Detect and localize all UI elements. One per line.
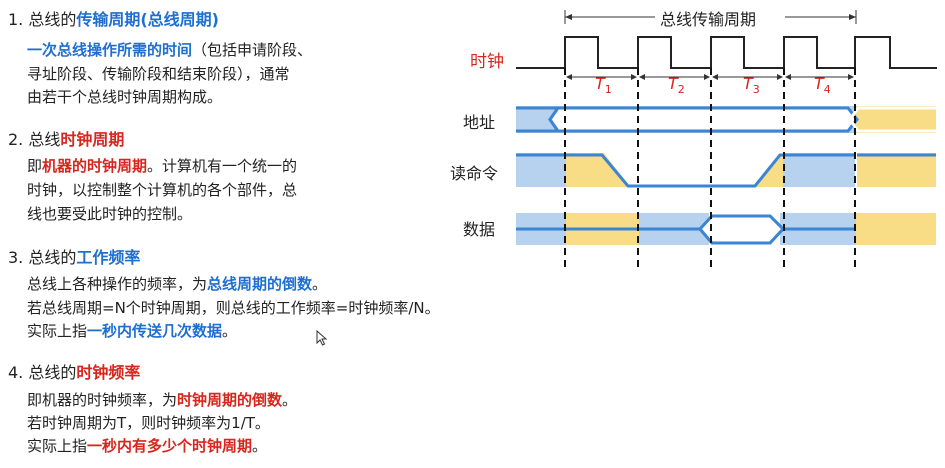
heading-4-highlight: 时钟频率 bbox=[76, 363, 141, 382]
period-label-t3: T3 bbox=[743, 74, 760, 96]
s2-line-3: 线也要受此时钟的控制。 bbox=[27, 204, 192, 225]
period-label-t4: T4 bbox=[814, 74, 831, 96]
address-label: 地址 bbox=[463, 113, 496, 132]
s4-l3-a: 实际上指 bbox=[27, 437, 88, 455]
t1-letter: T bbox=[595, 74, 605, 93]
s1-l1-a: 一次总线操作所需的时间 bbox=[27, 41, 193, 59]
s4-l1-c: 。 bbox=[282, 391, 298, 409]
period-label-t2: T2 bbox=[668, 74, 685, 96]
s4-l3-b: 一秒内有多少个时钟周期 bbox=[87, 437, 253, 455]
s3-l1-b: 总线周期的倒数 bbox=[207, 275, 313, 293]
clock-label: 时钟 bbox=[470, 52, 504, 72]
s3-l2-a: 若总线周期=N个时钟周期，则总线的工作频率=时钟频率/N。 bbox=[27, 299, 440, 317]
s4-line-2: 若时钟周期为T，则时钟频率为1/T。 bbox=[27, 413, 270, 434]
s2-l1-c: 。计算机有一个统一的 bbox=[147, 157, 298, 175]
heading-1: 1. 总线的传输周期(总线周期) bbox=[8, 9, 219, 31]
t1-sub: 1 bbox=[604, 83, 612, 97]
s4-l2-a: 若时钟周期为T，则时钟频率为1/T。 bbox=[27, 414, 270, 432]
clock-waveform bbox=[516, 36, 937, 69]
timing-diagram-svg bbox=[516, 10, 937, 268]
s2-l2-a: 时钟，以控制整个计算机的各个部件，总 bbox=[27, 181, 298, 199]
s1-line-3: 由若干个总线时钟周期构成。 bbox=[27, 87, 222, 108]
heading-2-highlight: 时钟周期 bbox=[60, 130, 125, 149]
s2-l3-a: 线也要受此时钟的控制。 bbox=[27, 205, 193, 223]
heading-4-prefix: 4. 总线的 bbox=[8, 363, 77, 382]
notes-panel: 1. 总线的传输周期(总线周期) 一次总线操作所需的时间（包括申请阶段、 寻址阶… bbox=[8, 9, 440, 457]
period-arrowheads bbox=[566, 74, 854, 80]
s3-l3-c: 。 bbox=[222, 322, 238, 340]
heading-3-prefix: 3. 总线的 bbox=[8, 248, 77, 267]
s4-line-1: 即机器的时钟频率，为时钟周期的倒数。 bbox=[27, 390, 297, 411]
read-command-label: 读命令 bbox=[450, 164, 499, 183]
cycle-boundaries bbox=[564, 68, 856, 268]
s3-line-2: 若总线周期=N个时钟周期，则总线的工作频率=时钟频率/N。 bbox=[27, 298, 440, 319]
s1-l2-a: 寻址阶段、传输阶段和结束阶段），通常 bbox=[27, 65, 290, 83]
s3-l3-a: 实际上指 bbox=[27, 322, 88, 340]
t2-sub: 2 bbox=[677, 83, 685, 97]
heading-2: 2. 总线时钟周期 bbox=[8, 129, 124, 151]
bus-period-label: 总线传输周期 bbox=[658, 6, 759, 30]
s3-line-3: 实际上指一秒内传送几次数据。 bbox=[27, 321, 237, 342]
s1-l1-b: （包括申请阶段、 bbox=[192, 41, 313, 59]
heading-2-prefix: 2. 总线 bbox=[8, 130, 61, 149]
s1-line-2: 寻址阶段、传输阶段和结束阶段），通常 bbox=[27, 64, 290, 85]
s3-l3-b: 一秒内传送几次数据 bbox=[87, 322, 223, 340]
period-label-t1: T1 bbox=[595, 74, 612, 96]
t4-sub: 4 bbox=[823, 83, 831, 97]
t3-letter: T bbox=[743, 74, 753, 93]
s4-l1-b: 时钟周期的倒数 bbox=[177, 391, 283, 409]
t3-sub: 3 bbox=[752, 83, 760, 97]
s1-line-1: 一次总线操作所需的时间（包括申请阶段、 bbox=[27, 40, 312, 61]
bus-timing-diagram: 总线传输周期 时钟 T1 T2 T3 T4 地址 读命令 数据 bbox=[450, 0, 945, 468]
s4-line-3: 实际上指一秒内有多少个时钟周期。 bbox=[27, 436, 267, 457]
mouse-pointer-icon bbox=[316, 330, 328, 346]
t4-letter: T bbox=[814, 74, 824, 93]
s2-l1-a: 即 bbox=[27, 157, 43, 175]
data-label: 数据 bbox=[463, 220, 496, 239]
s3-line-1: 总线上各种操作的频率，为总线周期的倒数。 bbox=[27, 274, 327, 295]
s4-l1-a: 即机器的时钟频率，为 bbox=[27, 391, 178, 409]
s2-line-2: 时钟，以控制整个计算机的各个部件，总 bbox=[27, 180, 297, 201]
s2-l1-b: 机器的时钟周期 bbox=[42, 157, 148, 175]
t2-letter: T bbox=[668, 74, 678, 93]
heading-3-highlight: 工作频率 bbox=[76, 248, 141, 267]
address-signal bbox=[516, 106, 936, 133]
bus-period-arrow bbox=[564, 10, 857, 24]
s1-l3-a: 由若干个总线时钟周期构成。 bbox=[27, 88, 223, 106]
data-signal bbox=[516, 213, 936, 245]
heading-3: 3. 总线的工作频率 bbox=[8, 247, 140, 269]
read-command-signal bbox=[516, 153, 936, 188]
heading-1-prefix: 1. 总线的 bbox=[8, 10, 77, 29]
s2-line-1: 即机器的时钟周期。计算机有一个统一的 bbox=[27, 156, 297, 177]
s3-l1-a: 总线上各种操作的频率，为 bbox=[27, 275, 208, 293]
s4-l3-c: 。 bbox=[252, 437, 268, 455]
s3-l1-c: 。 bbox=[312, 275, 328, 293]
heading-1-highlight: 传输周期(总线周期) bbox=[76, 10, 219, 29]
heading-4: 4. 总线的时钟频率 bbox=[8, 362, 140, 384]
